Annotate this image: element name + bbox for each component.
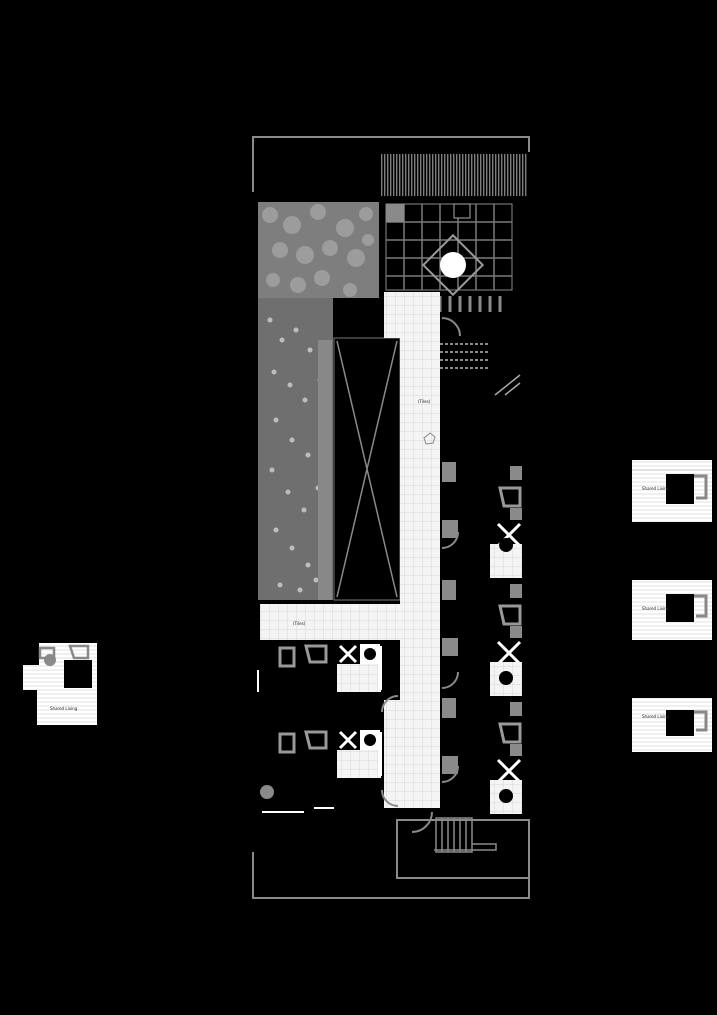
unit-detail-left: Shared Living	[23, 643, 97, 725]
unit-detail-2-label: Shared Living	[642, 606, 670, 611]
building-outline	[252, 136, 530, 899]
armchair-icon	[278, 644, 328, 668]
unit-r3	[442, 698, 522, 814]
courtyard-void	[333, 337, 401, 601]
main-corridor: (Tiles) (Tiles)	[260, 292, 440, 808]
unit-l2	[278, 730, 382, 778]
chair-icon	[498, 486, 522, 508]
unit-l1	[257, 644, 382, 692]
garden-planting	[258, 202, 379, 600]
unit-detail-3: Shared Living	[632, 698, 712, 752]
left-units	[257, 644, 382, 813]
corridor-main-label: (Tiles)	[418, 399, 431, 404]
unit-r1	[442, 462, 522, 578]
unit-r2	[442, 580, 522, 696]
tree-canopy-icon	[262, 204, 374, 297]
unit-detail-2: Shared Living	[632, 580, 712, 640]
round-table-icon	[421, 233, 485, 297]
corridor-cross-label: (Tiles)	[293, 621, 306, 626]
dining-area	[385, 203, 521, 396]
unit-detail-1-label: Shared Living	[642, 486, 670, 491]
unit-detail-3-label: Shared Living	[642, 714, 670, 719]
right-units	[442, 462, 522, 814]
bed-icon	[338, 644, 358, 664]
toilet-icon	[499, 538, 514, 552]
unit-detail-left-label: Shared Living	[50, 706, 78, 711]
deck-grating	[381, 154, 527, 196]
stair-icon	[434, 817, 497, 853]
plant-pot-icon	[423, 432, 436, 445]
unit-detail-1: Shared Living	[632, 460, 712, 522]
